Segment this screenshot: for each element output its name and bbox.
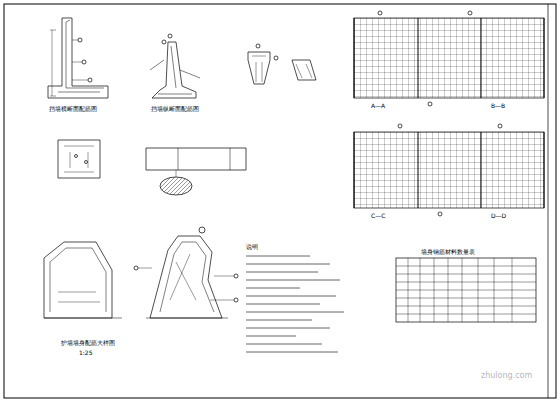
drawing-label: 护墙墙身配筋大样图 xyxy=(60,340,116,347)
drawing-label: D—D xyxy=(490,213,507,220)
drawing-label: 挡墙纵断面配筋图 xyxy=(150,106,200,113)
drawing-label: B—B xyxy=(490,103,506,110)
drawing-label: 挡墙横断面配筋图 xyxy=(48,106,98,113)
drawing-label: A—A xyxy=(370,103,386,110)
drawing-label: 墙身钢筋材料数量表 xyxy=(420,249,476,256)
drawing-label: 1:25 xyxy=(78,350,93,357)
drawing-label: C—C xyxy=(370,213,386,220)
watermark: zhulong.com xyxy=(480,372,533,381)
drawing-label: 说明 xyxy=(245,244,259,251)
